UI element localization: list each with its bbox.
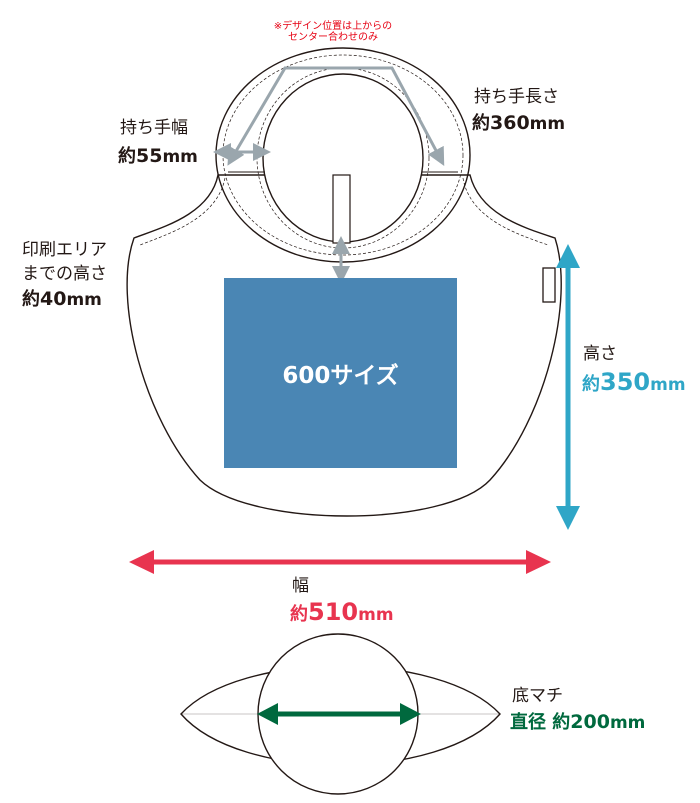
- unit: mm: [529, 114, 566, 134]
- side-tag: [542, 267, 556, 303]
- handle-length-guide: [227, 66, 445, 166]
- number: 40: [40, 288, 67, 310]
- unit: mm: [650, 375, 686, 395]
- note-line-2: センター合わせのみ: [288, 32, 378, 43]
- design-position-note: ※デザイン位置は上からの センター合わせのみ: [258, 21, 408, 43]
- approx-prefix: 約: [582, 374, 600, 395]
- approx-prefix: 約: [472, 113, 490, 134]
- bottom-gusset-value: 直径 約200mm: [510, 711, 645, 734]
- width-arrow-head-left: [129, 550, 154, 574]
- print-distance-label: 印刷エリア までの高さ: [22, 238, 107, 286]
- approx-prefix: 約: [22, 289, 40, 310]
- width-value: 約510mm: [290, 598, 394, 627]
- handle-width-value: 約55mm: [118, 145, 198, 168]
- print-distance-line-2: までの高さ: [22, 264, 107, 284]
- print-distance-tab: [332, 174, 351, 244]
- bottom-gusset-label: 底マチ: [512, 686, 563, 706]
- number: 510: [308, 598, 359, 626]
- number: 55: [136, 145, 163, 167]
- handle-length-value: 約360mm: [472, 112, 565, 135]
- gusset-arrow-head-right: [400, 703, 421, 725]
- number: 350: [600, 368, 651, 396]
- print-area: [224, 278, 457, 468]
- print-distance-value: 約40mm: [22, 288, 102, 311]
- height-arrow-head-bottom: [556, 506, 580, 530]
- width-label: 幅: [292, 576, 309, 596]
- note-line-1: ※デザイン位置は上からの: [273, 21, 393, 32]
- print-distance-line-1: 印刷エリア: [22, 240, 107, 260]
- print-area-label: 600サイズ: [282, 363, 399, 389]
- height-arrow-head-top: [556, 244, 580, 268]
- handle-width-label: 持ち手幅: [120, 118, 188, 138]
- unit: mm: [66, 290, 102, 310]
- height-label: 高さ: [583, 344, 617, 364]
- height-value: 約350mm: [582, 368, 686, 397]
- diameter-prefix: 直径 約: [510, 712, 571, 733]
- width-arrow-head-right: [526, 550, 551, 574]
- unit: mm: [162, 147, 198, 167]
- unit: mm: [358, 605, 394, 625]
- number: 360: [490, 112, 530, 134]
- number: 200: [570, 711, 610, 733]
- gusset-arrow-head-left: [257, 703, 278, 725]
- unit: mm: [609, 713, 646, 733]
- handle-length-label: 持ち手長さ: [474, 87, 559, 107]
- approx-prefix: 約: [290, 604, 308, 625]
- approx-prefix: 約: [118, 146, 136, 167]
